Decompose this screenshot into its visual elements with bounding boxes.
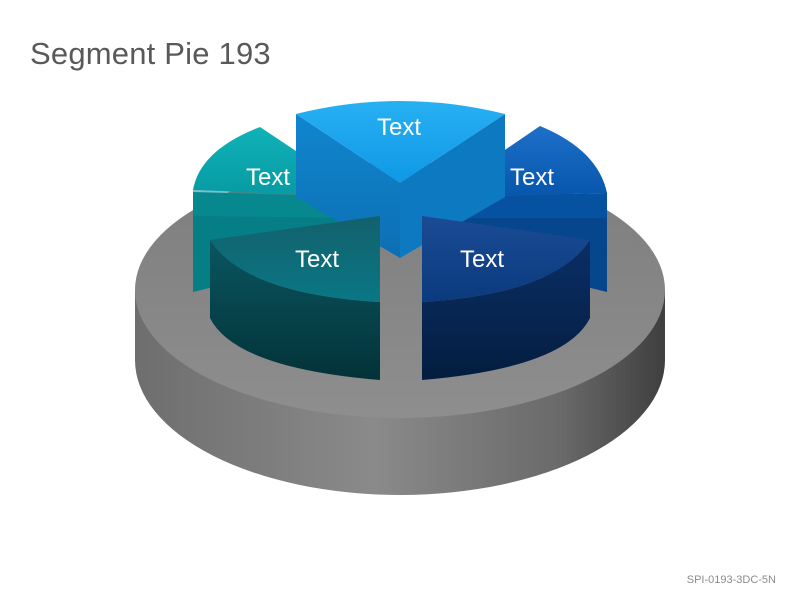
segment-lower-right[interactable] [422, 216, 590, 380]
slide-code: SPI-0193-3DC-5N [686, 574, 776, 586]
segment-label-top: Text [377, 114, 421, 141]
segment-label-lower-left: Text [295, 246, 339, 273]
segment-label-lower-right: Text [460, 246, 504, 273]
segment-lower-left[interactable] [210, 216, 380, 380]
segment-label-upper-right: Text [510, 164, 554, 191]
slide-title: Segment Pie 193 [30, 36, 271, 71]
segment-label-upper-left: Text [246, 164, 290, 191]
